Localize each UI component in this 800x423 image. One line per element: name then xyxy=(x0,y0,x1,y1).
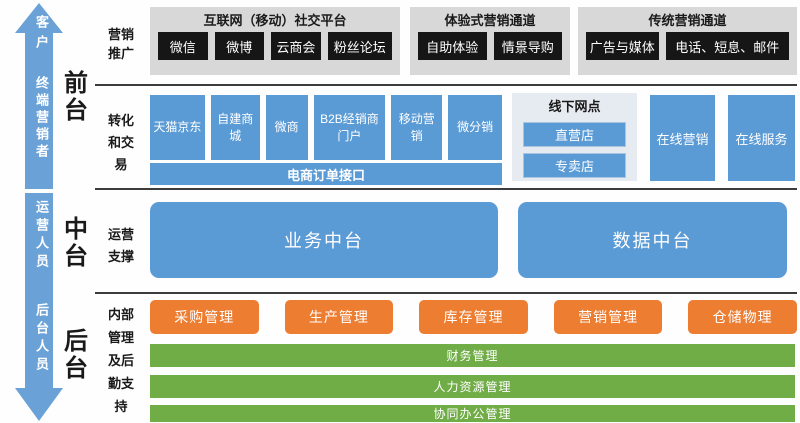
channel-tmall-jd: 天猫京东 xyxy=(150,95,205,160)
divider-front-middle xyxy=(95,188,797,190)
channel-b2b-portal: B2B经销商门户 xyxy=(313,95,386,160)
divider-middle-back xyxy=(95,292,797,294)
section-label-middle: 中台 xyxy=(64,216,88,270)
channel-scenario-shopping: 情景导购 xyxy=(493,32,562,60)
warehouse-logistics: 仓储物理 xyxy=(688,300,797,334)
row-label-marketing: 营销推广 xyxy=(107,27,134,61)
group-traditional-channel: 传统营销通道 广告与媒体 电话、短息、邮件 xyxy=(578,7,797,75)
marketing-management: 营销管理 xyxy=(553,300,663,334)
section-label-front: 前台 xyxy=(64,70,88,124)
channel-phone-sms-mail: 电话、短息、邮件 xyxy=(665,32,789,60)
section-label-back: 后台 xyxy=(64,328,88,382)
channel-weibo: 微博 xyxy=(214,32,265,60)
group-experiential-channel: 体验式营销通道 自助体验 情景导购 xyxy=(410,7,570,75)
conversion-channels: 天猫京东 自建商城 微商 B2B经销商门户 移动营销 微分销 xyxy=(150,95,502,160)
ecommerce-order-interface-bar: 电商订单接口 xyxy=(150,163,502,185)
channel-weishang: 微商 xyxy=(265,95,308,160)
channel-ads-media: 广告与媒体 xyxy=(586,32,659,60)
online-marketing-box: 在线营销 xyxy=(650,95,715,181)
production-management: 生产管理 xyxy=(284,300,394,334)
channel-micro-distribution: 微分销 xyxy=(448,95,502,160)
back-office-modules: 采购管理 生产管理 库存管理 营销管理 仓储物理 xyxy=(150,300,797,334)
inventory-management: 库存管理 xyxy=(419,300,528,334)
data-middle-platform: 数据中台 xyxy=(518,202,787,278)
channel-self-experience: 自助体验 xyxy=(418,32,487,60)
group-title: 体验式营销通道 xyxy=(444,13,536,28)
channel-cloud-mall: 云商会 xyxy=(271,32,321,60)
row-label-conversion: 转化和交易 xyxy=(107,113,134,172)
group-title: 互联网（移动）社交平台 xyxy=(203,13,347,28)
hr-management-bar: 人力资源管理 xyxy=(150,375,795,398)
group-social-platform: 互联网（移动）社交平台 微信 微博 云商会 粉丝论坛 xyxy=(150,7,400,75)
row-label-operation-support: 运营支撑 xyxy=(107,227,134,264)
channel-wechat: 微信 xyxy=(158,32,208,60)
channel-mobile-marketing: 移动营销 xyxy=(391,95,443,160)
collaborative-office-bar: 协同办公管理 xyxy=(150,405,795,422)
procurement-management: 采购管理 xyxy=(150,300,259,334)
offline-outlets-panel: 线下网点 直营店 专卖店 xyxy=(512,93,637,181)
franchise-store: 专卖店 xyxy=(523,153,626,178)
direct-store: 直营店 xyxy=(523,122,626,147)
channel-own-mall: 自建商城 xyxy=(210,95,260,160)
arrow-label-customer: 客户 xyxy=(34,15,49,55)
offline-outlets-title: 线下网点 xyxy=(548,99,601,114)
online-service-box: 在线服务 xyxy=(728,95,795,181)
arrow-label-operations-staff: 运营人员 xyxy=(34,200,49,272)
arrow-down-icon xyxy=(15,388,63,421)
arrow-label-backoffice-staff: 后台人员 xyxy=(34,303,49,375)
group-title: 传统营销通道 xyxy=(648,13,727,28)
divider-front-top xyxy=(95,84,797,86)
arrow-up-icon xyxy=(15,3,63,33)
arrow-label-terminal-marketer: 终端营销者 xyxy=(34,76,49,161)
row-label-internal-support: 内部管理及后勤支持 xyxy=(107,307,134,414)
business-middle-platform: 业务中台 xyxy=(150,202,498,278)
channel-fan-forum: 粉丝论坛 xyxy=(327,32,392,60)
finance-management-bar: 财务管理 xyxy=(150,344,795,367)
